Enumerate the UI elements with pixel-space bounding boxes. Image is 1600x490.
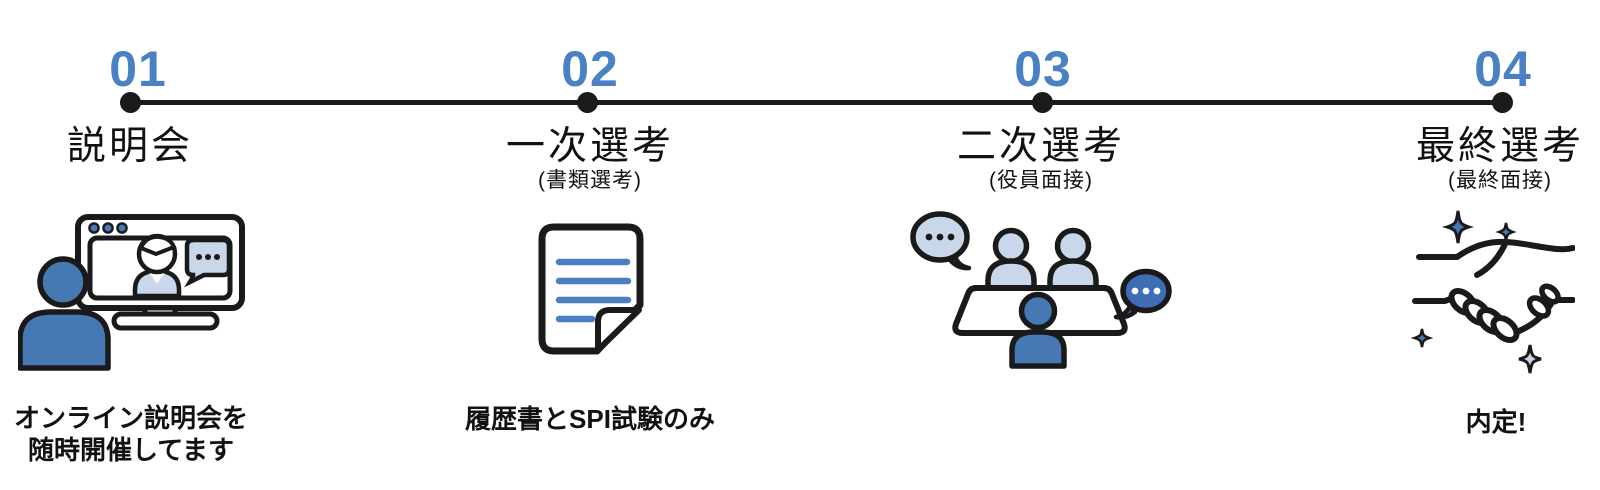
step-2-title: 一次選考 [505,125,675,168]
sparkle-large [1441,210,1475,244]
document-icon [538,223,644,355]
timeline-line [131,100,1503,105]
online-seminar-icon [18,214,245,371]
handshake-icon [1410,210,1575,374]
step-2-subtitle: (書類選考) [538,169,642,192]
timeline-dot-4 [1492,92,1513,113]
step-3-title: 二次選考 [956,125,1126,168]
step-2-caption: 履歴書とSPI試験のみ [465,404,715,434]
timeline-dot-2 [577,92,598,113]
step-4-number: 04 [1474,41,1532,97]
timeline-dot-3 [1032,92,1053,113]
step-1-caption-line1: オンライン説明会を [13,403,249,433]
step-1-caption: オンライン説明会を 随時開催してます [14,403,248,466]
step-1-number: 01 [109,41,167,97]
step-3-subtitle: (役員面接) [989,169,1093,192]
step-4-title: 最終選考 [1415,125,1585,168]
sparkle-small-top [1495,222,1517,242]
sparkle-light-bottom [1518,344,1542,374]
step-4-subtitle: (最終面接) [1448,169,1552,192]
sparkle-small-bottom [1410,328,1434,348]
timeline-dot-1 [120,92,141,113]
step-2-number: 02 [561,41,619,97]
step-1-title: 説明会 [66,125,194,168]
step-3-number: 03 [1014,41,1072,97]
step-1-caption-line2: 随時開催してます [28,434,234,465]
interview-icon [910,211,1172,369]
step-4-caption: 内定! [1465,407,1527,437]
